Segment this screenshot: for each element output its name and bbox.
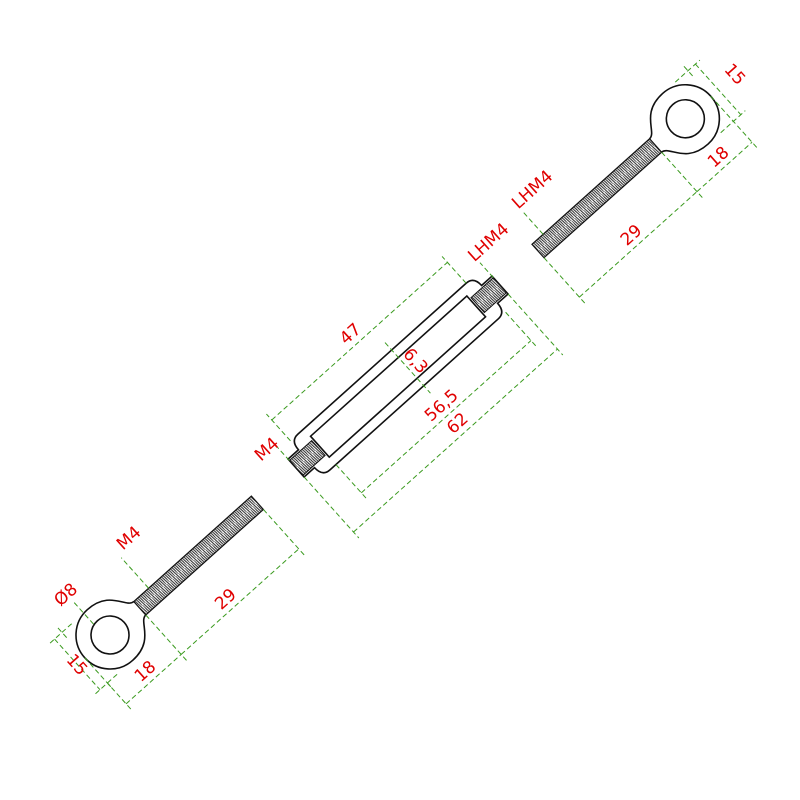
turnbuckle-slot [309,294,487,459]
top-eye-hole [665,98,706,139]
top-thread-length-label: 29 [617,221,646,250]
bottom-eye-outline [75,599,147,670]
top-thread [531,137,663,259]
turnbuckle-right-thread [470,276,508,314]
top-eye-outline [648,83,721,155]
bottom-thread-length-label: 29 [211,585,240,614]
turnbuckle-body [286,274,510,479]
turnbuckle-slot-label: 47 [336,320,365,349]
top-eye-bolt [531,83,721,259]
bottom-thread [132,495,265,616]
turnbuckle-width-label: 6,3 [399,344,432,377]
top-eye-length-label: 18 [704,143,733,172]
bottom-thread-label: M4 [113,523,145,555]
turnbuckle-lhm4-label: LHM4 [464,219,513,266]
bottom-eye-hole [90,615,130,655]
turnbuckle-m4-label: M4 [251,434,283,466]
turnbuckle-left-thread [288,439,326,477]
bottom-eye-bolt [75,495,265,670]
bottom-eye-length-label: 18 [131,657,160,686]
turnbuckle-outline [286,274,510,479]
top-eye-width-label: 15 [720,60,749,89]
top-thread-label: LHM4 [508,167,557,214]
